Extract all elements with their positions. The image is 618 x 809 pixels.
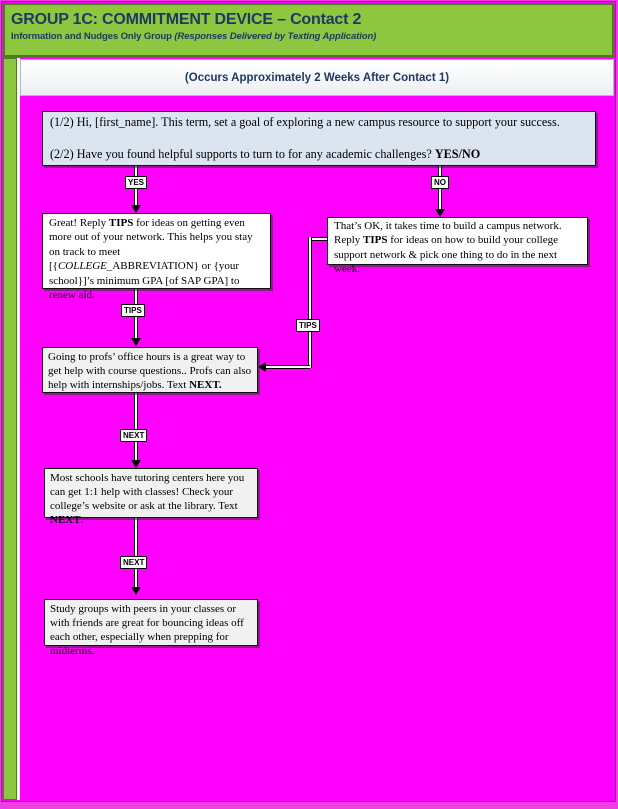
tips-no-arrowhead-icon [258,362,266,372]
next-keyword: NEXT [50,514,81,526]
no-reply-text2: for ideas on how to build your college s… [334,234,558,276]
page-header: GROUP 1C: COMMITMENT DEVICE – Contact 2 … [3,3,614,57]
no-branch-label: NO [431,176,449,189]
yes-reply-text2: for ideas on getting even more out of yo… [49,217,253,273]
office-hours-box: Going to profs’ office hours is a great … [42,347,258,393]
tips-no-connector-top [312,237,327,241]
left-green-bar [3,58,17,800]
yes-reply-text3: _ABBREVIATION} or {your school}]’s minim… [49,260,240,302]
study-groups-text: Study groups with peers in your classes … [50,603,244,657]
yes-no-options: YES/NO [434,147,481,161]
yes-reply-text: Great! Reply [49,217,109,229]
tutoring-box: Most schools have tutoring centers here … [44,468,258,526]
college-placeholder: COLLEGE [57,260,107,273]
office-hours-text: Going to profs’ office hours is a great … [48,351,252,391]
tips-keyword: TIPS [363,234,388,247]
tips-no-connector-bottom [266,365,310,369]
yes-branch-label: YES [125,176,148,189]
next-connector-line-2 [134,518,138,588]
timing-banner: (Occurs Approximately 2 Weeks After Cont… [20,59,614,96]
next-branch-label-1: NEXT [120,429,148,442]
yes-reply-box: Great! Reply TIPS for ideas on getting e… [42,213,271,301]
page-subtitle-text: Information and Nudges Only Group [11,31,175,42]
page-title: GROUP 1C: COMMITMENT DEVICE – Contact 2 [11,11,362,28]
tips-yes-arrowhead-icon [131,338,141,346]
sms-message-line2-text: (2/2) Have you found helpful supports to… [50,147,435,161]
timing-banner-text: (Occurs Approximately 2 Weeks After Cont… [184,71,450,84]
tips-yes-branch-label: TIPS [121,304,145,317]
sms-message-line2: (2/2) Have you found helpful supports to… [50,147,588,162]
no-reply-box: That’s OK, it takes time to build a camp… [327,217,588,275]
next-arrowhead-icon-1 [131,460,141,468]
next-connector-line-1 [134,393,138,461]
page-subtitle: Information and Nudges Only Group (Respo… [11,31,606,42]
page-subtitle-italic: (Responses Delivered by Texting Applicat… [174,31,377,42]
next-keyword: NEXT. [189,379,222,391]
tips-no-branch-label: TIPS [296,319,320,332]
no-arrowhead-icon [435,209,445,217]
sms-message-line1: (1/2) Hi, [first_name]. This term, set a… [50,115,560,129]
tips-no-connector-line [308,237,312,368]
study-groups-box: Study groups with peers in your classes … [44,599,258,657]
next-branch-label-2: NEXT [120,556,148,569]
tutoring-text2: . [80,514,84,526]
no-reply-text: That’s OK, it takes time to build a camp… [334,220,562,247]
tips-keyword: TIPS [108,217,134,229]
next-arrowhead-icon-2 [131,587,141,595]
divider-strip [17,58,20,800]
yes-arrowhead-icon [131,205,141,213]
tutoring-text: Most schools have tutoring centers here … [50,472,245,512]
sms-message-box: (1/2) Hi, [first_name]. This term, set a… [42,111,596,166]
